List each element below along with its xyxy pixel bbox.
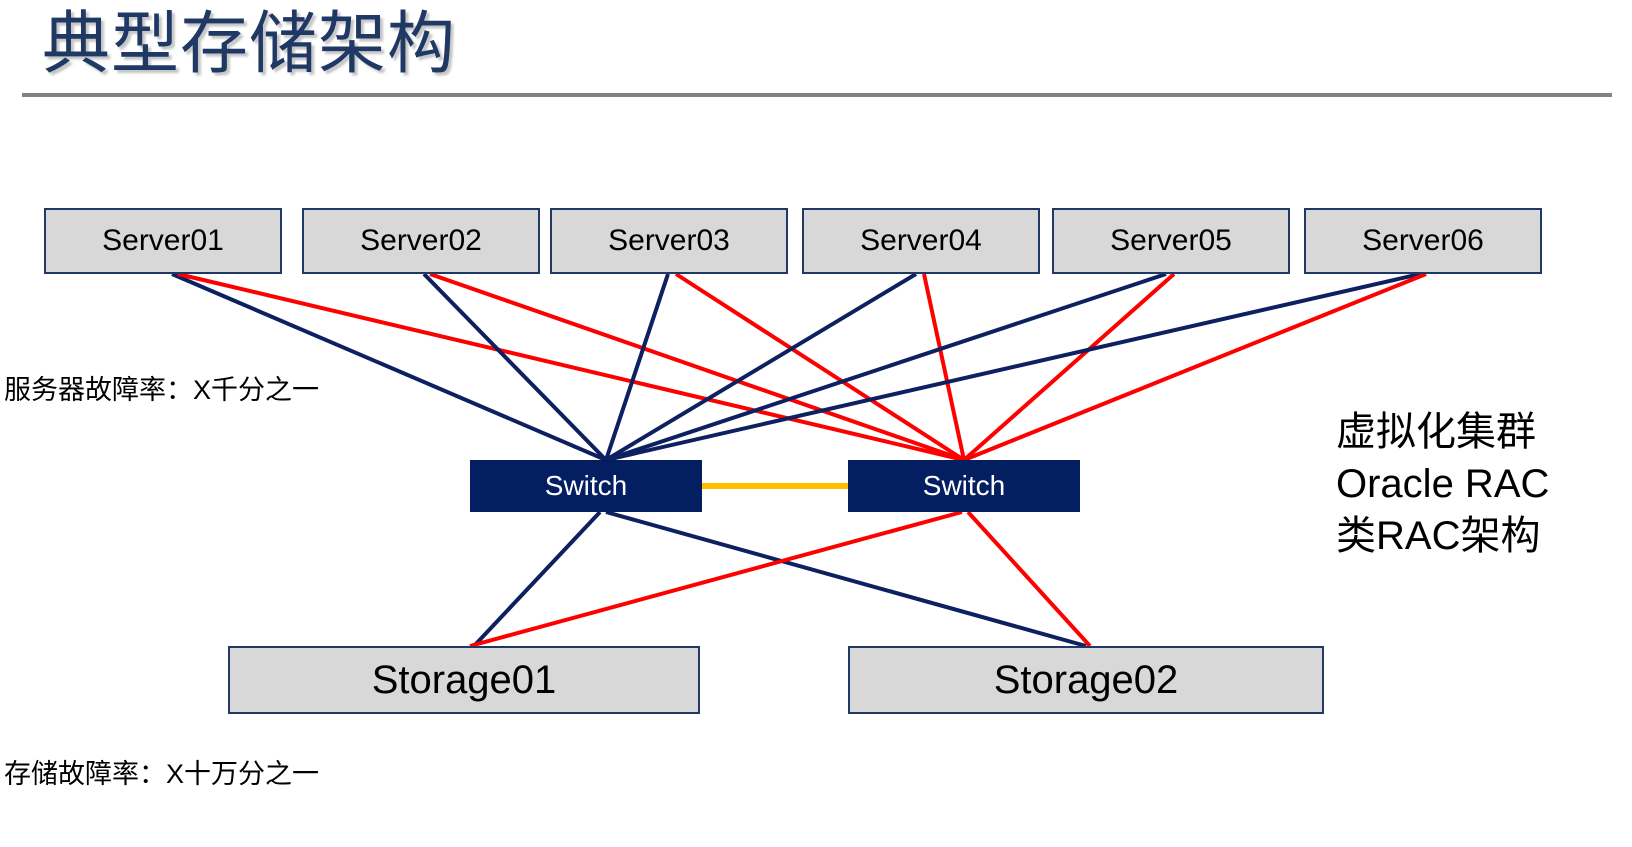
link-server04-to-switch-left [604, 272, 918, 462]
server-node-3-label: Server03 [608, 224, 730, 257]
link-server05-to-switch-right [962, 272, 1176, 462]
server-node-4-label: Server04 [860, 224, 982, 257]
switch-node-2[interactable]: Switch [848, 460, 1080, 512]
storage-node-1[interactable]: Storage01 [228, 646, 700, 714]
link-server03-to-switch-left [604, 273, 670, 461]
link-switch-left-to-storage01 [472, 510, 602, 648]
server-node-5[interactable]: Server05 [1052, 208, 1290, 274]
link-switch-right-to-storage02 [966, 510, 1092, 648]
link-switch-right-to-storage01 [469, 510, 963, 648]
server-node-2[interactable]: Server02 [302, 208, 540, 274]
server-node-1-label: Server01 [102, 224, 224, 257]
server-node-5-label: Server05 [1110, 224, 1232, 257]
storage-node-2-label: Storage02 [993, 657, 1179, 702]
page-title: 典型存储架构 [42, 6, 457, 82]
link-switch-left-to-storage02 [605, 510, 1087, 648]
storage-failure-rate-label: 存储故障率：X十万分之一 [4, 759, 320, 789]
link-server02-to-switch-right [429, 272, 965, 462]
link-server04-to-switch-right [922, 273, 966, 461]
server-node-3[interactable]: Server03 [550, 208, 788, 274]
link-server01-to-switch-right [177, 272, 965, 462]
switch-node-1[interactable]: Switch [470, 460, 702, 512]
cluster-note: 虚拟化集群 Oracle RAC 类RAC架构 [1336, 406, 1549, 562]
cluster-note-line-3: 类RAC架构 [1336, 514, 1541, 558]
link-server06-to-switch-left [605, 272, 1421, 462]
link-server02-to-switch-left [422, 272, 608, 462]
cluster-note-line-1: 虚拟化集群 [1336, 410, 1536, 454]
server-node-6-label: Server06 [1362, 224, 1484, 257]
switch-node-1-label: Switch [544, 470, 628, 501]
server-node-2-label: Server02 [360, 224, 482, 257]
cluster-note-line-2: Oracle RAC [1336, 462, 1550, 506]
title-divider [22, 93, 1612, 97]
storage-node-1-label: Storage01 [371, 657, 557, 702]
server-node-6[interactable]: Server06 [1304, 208, 1542, 274]
link-server01-to-switch-left [171, 272, 607, 462]
server-node-4[interactable]: Server04 [802, 208, 1040, 274]
server-failure-rate-label: 服务器故障率：X千分之一 [4, 375, 320, 405]
server-node-1[interactable]: Server01 [44, 208, 282, 274]
switch-node-2-label: Switch [922, 470, 1006, 501]
link-server05-to-switch-left [605, 272, 1167, 462]
storage-node-2[interactable]: Storage02 [848, 646, 1324, 714]
link-server03-to-switch-right [674, 272, 966, 462]
